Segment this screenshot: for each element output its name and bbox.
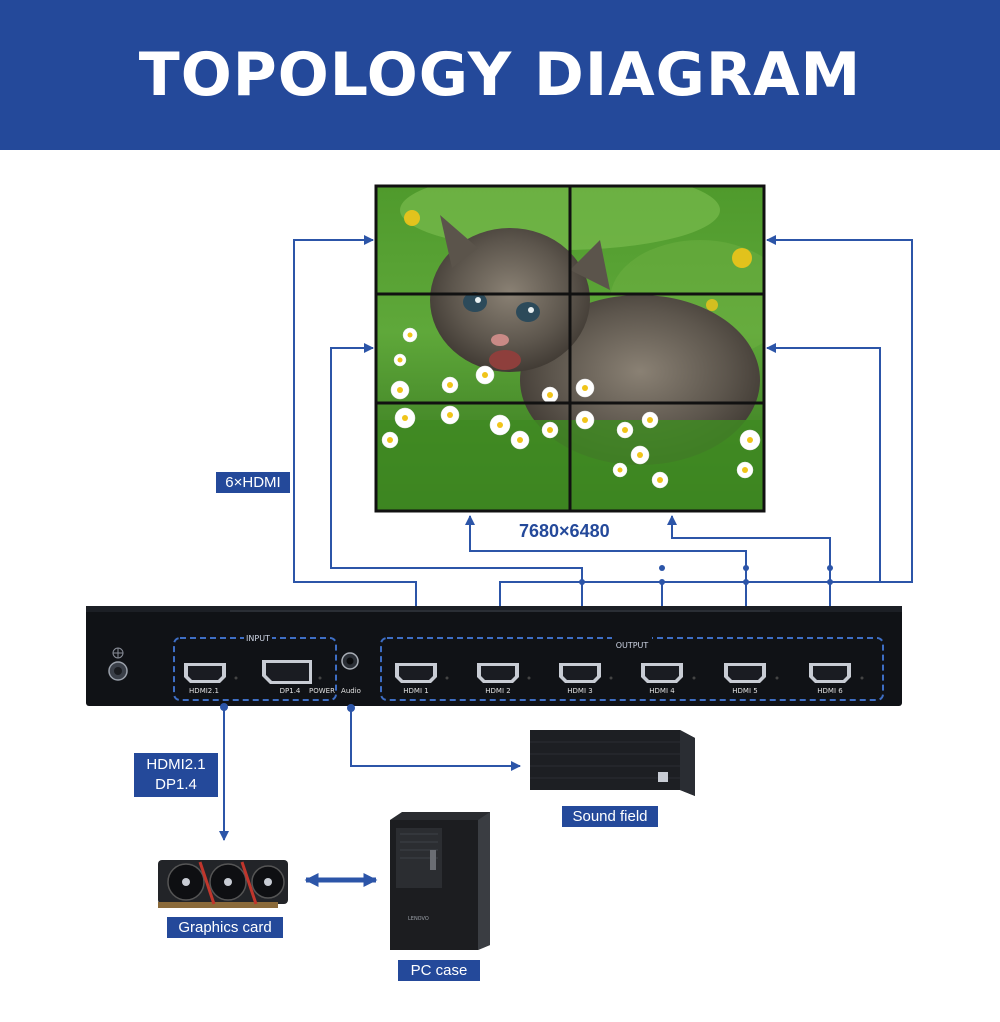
pc-case-icon: LENOVO [390,812,490,950]
hdmi-count-label: 6×HDMI [216,472,290,493]
sound-field-label: Sound field [562,806,658,827]
output-port-3[interactable] [559,663,601,683]
hdmi4-link [661,235,913,650]
wall-resolution-label: 7680×6480 [519,521,610,541]
input-type-hdmi: HDMI2.1 [146,756,206,773]
speaker-icon [530,730,695,796]
audio-jack-port[interactable] [341,652,359,670]
hdmi21-input-port[interactable] [184,663,226,683]
input-type-dp: DP1.4 [155,776,197,793]
output-port-6[interactable] [809,663,851,683]
power-label: POWER [309,687,335,695]
port-label: HDMI 6 [817,687,843,695]
video-wall [374,184,766,513]
port-label: HDMI 2 [485,687,510,695]
output-port-1[interactable] [395,663,437,683]
port-label: HDMI 3 [567,687,592,695]
output-connections [293,235,913,650]
input-connections [219,707,521,841]
output-group-label: OUTPUT [616,641,649,650]
port-label: HDMI2.1 [189,687,219,695]
port-label: DP1.4 [280,687,301,695]
power-connector-icon [108,661,128,681]
kitten-image [376,186,764,511]
graphics-card-icon [158,860,288,908]
pc-brand-logo: LENOVO [408,916,429,922]
hdmi1-link [293,235,417,650]
port-label: HDMI 4 [649,687,675,695]
junction-dots [579,565,833,585]
title-banner: TOPOLOGY DIAGRAM [0,0,1000,150]
input-types-label: HDMI2.1 DP1.4 [134,753,218,797]
port-label: HDMI 5 [732,687,757,695]
hdmi5-link [465,515,747,650]
hdmi3-link [330,343,583,650]
hdmi6-link [667,515,831,650]
audio-label: Audio [341,687,361,695]
page-title: TOPOLOGY DIAGRAM [138,40,862,110]
ground-screw-icon [112,647,124,659]
audio-link [350,708,521,771]
splicer-device: INPUT HDMI2.1 DP1.4 POWER Audio OUTPUT [86,606,902,706]
output-port-5[interactable] [724,663,766,683]
port-label: HDMI 1 [403,687,428,695]
pc-case-label: PC case [398,960,480,981]
wall-grid [374,184,766,513]
input-group-label: INPUT [246,634,270,643]
graphics-card-label: Graphics card [167,917,283,938]
output-port-4[interactable] [641,663,683,683]
dp14-input-port[interactable] [262,660,312,684]
output-port-2[interactable] [477,663,519,683]
